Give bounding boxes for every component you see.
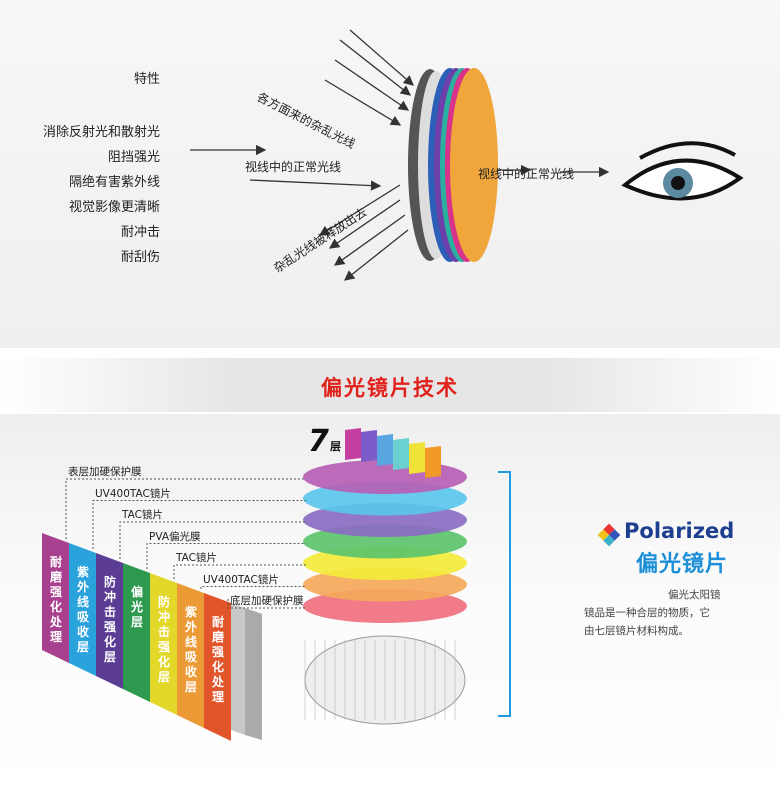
layer-count-unit: 层 (330, 440, 341, 453)
layer-crystal-icon (409, 442, 425, 474)
layer-crystal-icon (425, 446, 441, 478)
normal-light-in-label: 视线中的正常光线 (245, 160, 342, 174)
layer-label: 表层加硬保护膜 (68, 466, 142, 478)
feature-item: 阻挡强光 (107, 150, 160, 165)
feature-item: 耐刮伤 (120, 250, 160, 265)
brand-desc-line: 镜品是一种合层的物质，它 (584, 607, 710, 619)
lens-layer-disc (303, 460, 467, 494)
layer-strip (204, 593, 231, 741)
layer-edge (245, 608, 262, 740)
layer-label: UV400TAC镜片 (203, 573, 279, 586)
bracket-line (498, 471, 511, 717)
features-title: 特性 (133, 72, 160, 87)
brand-desc-line: 由七层镜片材料构成。 (584, 625, 689, 637)
layer-label: TAC镜片 (122, 509, 163, 521)
layer-strip (150, 573, 177, 715)
polarized-logo-icon (596, 522, 622, 552)
layer-crystal-icon (361, 430, 377, 462)
layer-crystal-icon (345, 428, 361, 460)
layer-strip (69, 543, 96, 676)
layer-strip-label: 耐磨强化处理 (49, 555, 62, 644)
section-band (0, 358, 780, 412)
eye-icon (621, 141, 744, 201)
light-diagram (190, 29, 744, 281)
layer-label: 底层加硬保护膜 (230, 595, 304, 607)
brand-name-cn: 偏光镜片 (636, 552, 729, 577)
leader-line (200, 586, 306, 589)
layer-label: UV400TAC镜片 (95, 487, 171, 500)
normal-light-out-label: 视线中的正常光线 (478, 167, 575, 181)
layer-strip (177, 583, 204, 728)
lens-icon (408, 68, 498, 262)
leader-line (146, 543, 306, 569)
layer-strip-label: 耐磨强化处理 (211, 615, 224, 704)
layer-label: PVA偏光膜 (149, 530, 201, 543)
layer-strip-label: 紫外线吸收层 (76, 565, 89, 654)
layer-strip-label: 防冲击强化层 (103, 575, 116, 664)
leader-line (227, 599, 306, 609)
layer-edge (231, 603, 245, 735)
brand-desc-line: 偏光太阳镜 (668, 589, 721, 601)
layer-crystal-icon (377, 434, 393, 466)
leader-line (119, 521, 306, 559)
brand-name: Polarized (624, 519, 735, 543)
layer-label: TAC镜片 (176, 552, 217, 564)
feature-item: 消除反射光和散射光 (42, 125, 160, 140)
leader-line (173, 564, 306, 579)
layer-count-number: 7 (308, 424, 329, 459)
feature-item: 视觉影像更清晰 (68, 200, 160, 215)
layer-strip-label: 紫外线吸收层 (184, 605, 197, 694)
layer-strip (123, 563, 150, 702)
layer-strip-label: 防冲击强化层 (157, 595, 170, 684)
leader-line (92, 500, 306, 549)
feature-item: 耐冲击 (120, 225, 160, 240)
layer-strip-label: 偏光层 (130, 585, 143, 629)
scattered-light-arrows (190, 29, 610, 281)
layer-strip (42, 533, 69, 663)
feature-item: 隔绝有害紫外线 (68, 175, 160, 190)
leader-line (65, 478, 306, 539)
layer-crystal-icon (393, 438, 409, 470)
layer-strip (96, 553, 123, 689)
section-title: 偏光镜片技术 (321, 376, 459, 400)
